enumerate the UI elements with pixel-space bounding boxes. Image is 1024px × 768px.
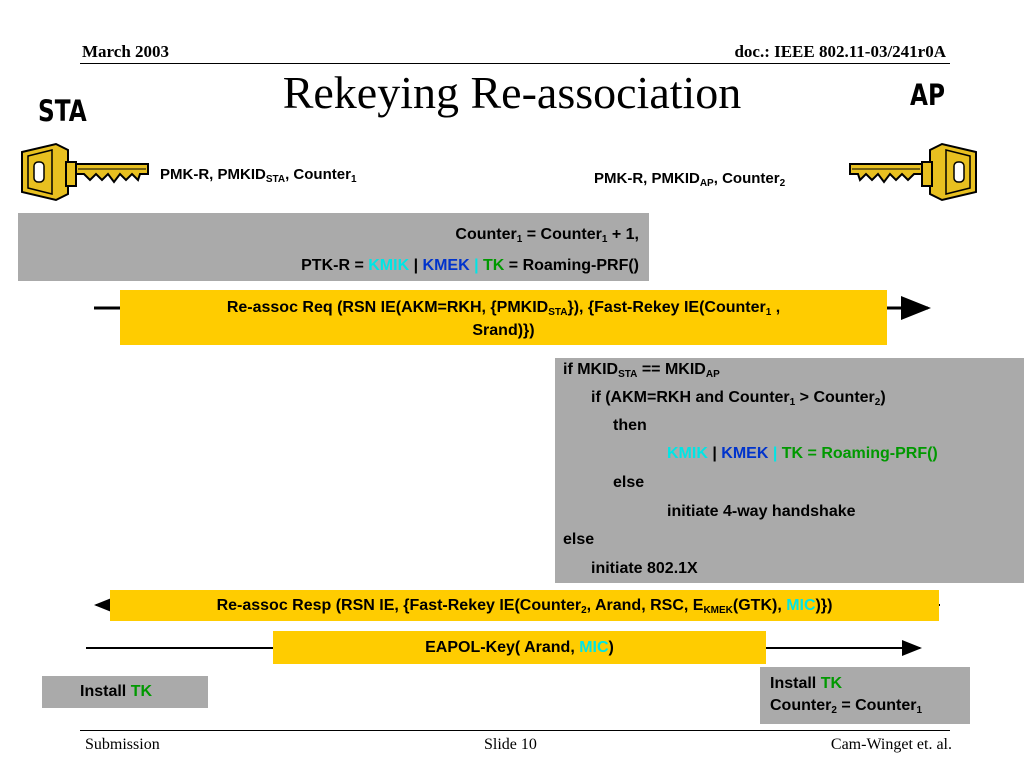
- ptk-derivation-line: PTK-R = KMIK | KMEK | TK = Roaming-PRF(): [301, 257, 639, 274]
- slide-title: Rekeying Re-association: [282, 67, 742, 118]
- sta-ptk-computation-box: Counter1 = Counter1 + 1, PTK-R = KMIK | …: [18, 213, 649, 281]
- header-rule: [80, 63, 950, 64]
- ap-label: AP: [910, 78, 945, 112]
- sta-key-label: PMK-R, PMKIDSTA, Counter1: [160, 166, 357, 185]
- footer-slide-number: Slide 10: [484, 736, 537, 753]
- reassoc-request-box: Re-assoc Req (RSN IE(AKM=RKH, {PMKIDSTA}…: [120, 290, 887, 345]
- footer-rule: [80, 730, 950, 731]
- sta-label: STA: [38, 94, 87, 128]
- sta-key-icon: [21, 142, 149, 202]
- reassoc-response-box: Re-assoc Resp (RSN IE, {Fast-Rekey IE(Co…: [110, 590, 939, 621]
- header-date: March 2003: [82, 42, 170, 61]
- footer-submission: Submission: [85, 736, 160, 753]
- ap-verification-logic-box: if MKIDSTA == MKIDAP if (AKM=RKH and Cou…: [555, 358, 1024, 583]
- header-doc-id: doc.: IEEE 802.11-03/241r0A: [734, 42, 946, 61]
- ap-install-box: Install TK Counter2 = Counter1: [760, 667, 970, 724]
- ap-key-icon: [849, 142, 977, 202]
- sta-install-box: Install TK: [42, 676, 208, 708]
- eapol-key-box: EAPOL-Key( Arand, MIC): [273, 631, 766, 664]
- footer-authors: Cam-Winget et. al.: [830, 736, 952, 753]
- ap-key-label: PMK-R, PMKIDAP, Counter2: [594, 170, 786, 189]
- counter-increment-line: Counter1 = Counter1 + 1,: [455, 226, 639, 245]
